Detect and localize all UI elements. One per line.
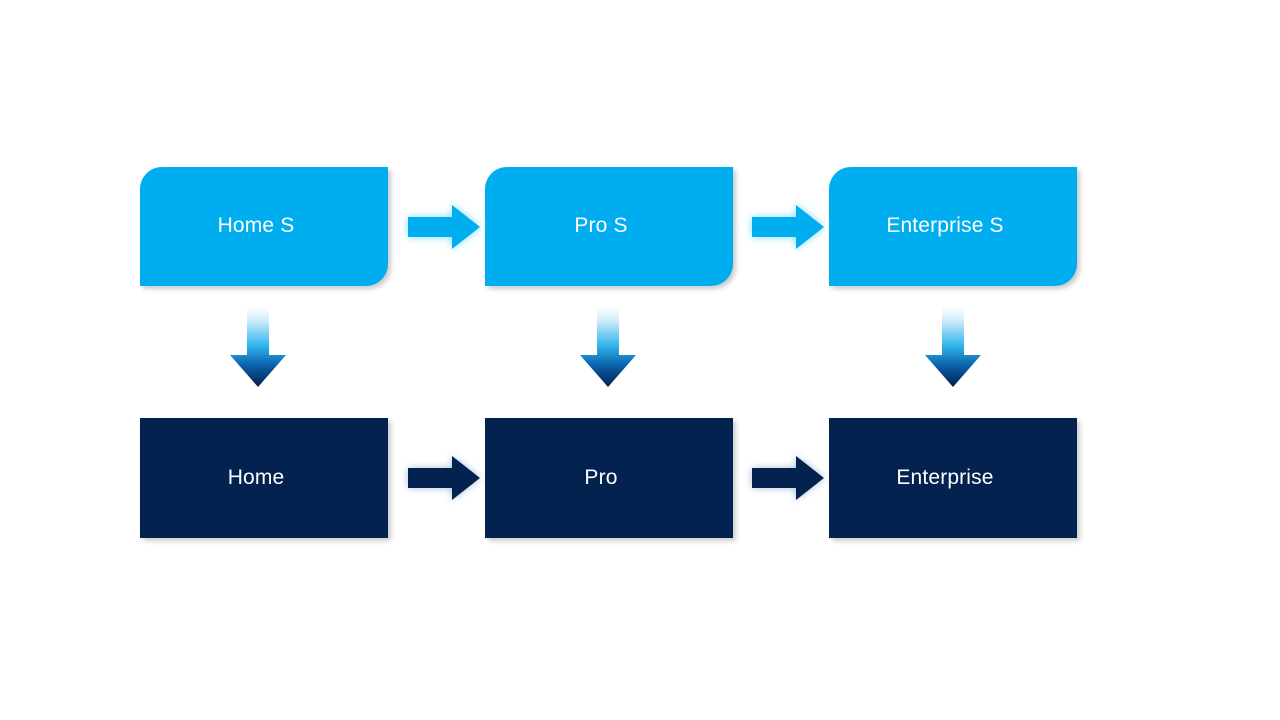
arrow-pro-s-to-enterprise-s [752,203,824,251]
arrow-pro-s-to-pro [578,307,638,387]
node-home[interactable]: Home [140,418,388,538]
node-pro-label: Pro [584,465,618,489]
node-home-s[interactable]: Home S [140,167,388,286]
node-enterprise-s[interactable]: Enterprise S [829,167,1077,286]
node-pro[interactable]: Pro [485,418,733,538]
node-pro-s[interactable]: Pro S [485,167,733,286]
node-enterprise-s-label: Enterprise S [886,214,1004,238]
arrow-home-to-pro [408,454,480,502]
arrow-home-s-to-pro-s [408,203,480,251]
node-home-s-label: Home S [217,214,295,238]
node-enterprise-label: Enterprise [896,465,994,489]
node-home-label: Home [227,465,285,489]
arrow-pro-to-enterprise [752,454,824,502]
node-pro-s-label: Pro S [574,214,628,238]
node-enterprise[interactable]: Enterprise [829,418,1077,538]
arrow-enterprise-s-to-enterprise [923,307,983,387]
arrow-home-s-to-home [228,307,288,387]
